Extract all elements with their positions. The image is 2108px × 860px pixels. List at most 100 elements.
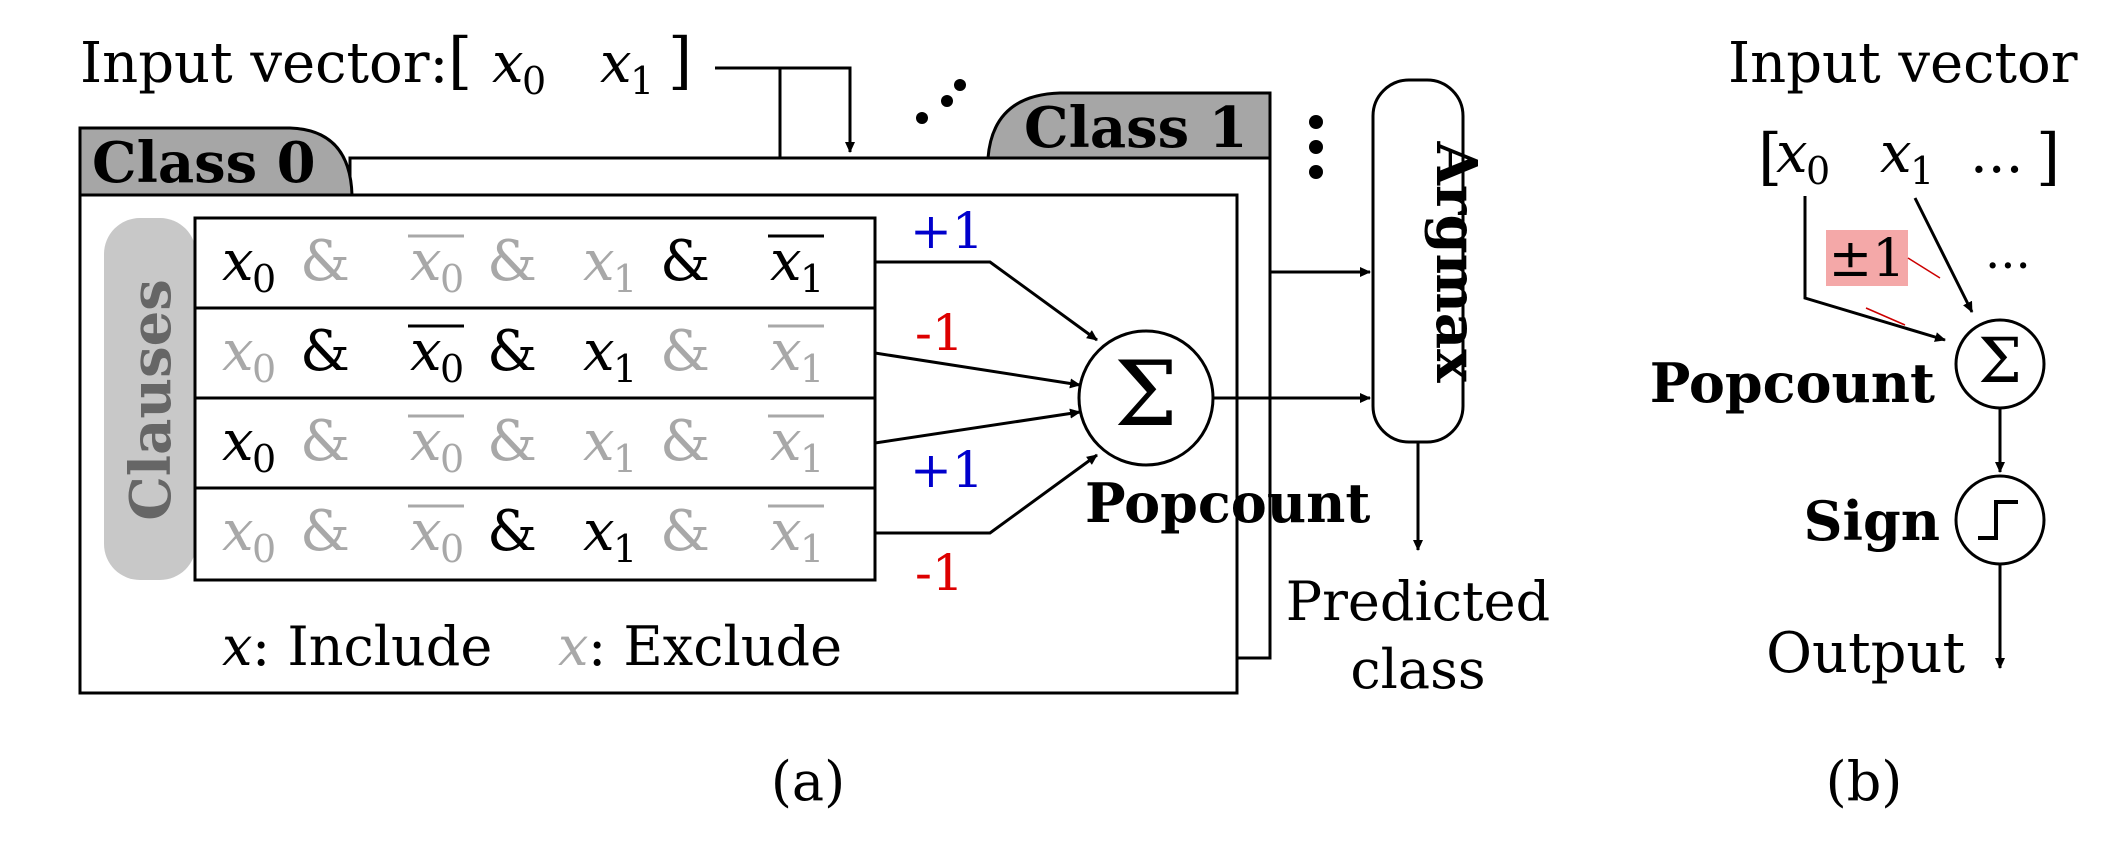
arrow-input-class1 — [780, 66, 855, 153]
clauses-label: Clauses — [118, 279, 184, 521]
literal-subscript: 1 — [800, 527, 824, 571]
input-b-x0-sub: 0 — [1806, 149, 1830, 193]
panel-a: Input vector: [ x 0 x 1 ] Class — [78, 24, 1550, 813]
include-exclude-legend: x : Include x : Exclude — [222, 615, 842, 678]
weight-b: ±1 — [1826, 229, 1941, 326]
and-symbol: & — [487, 499, 537, 564]
sum-icon: Σ — [1114, 342, 1178, 447]
panel-b-input-arrows — [1803, 196, 1974, 342]
literal-subscript: 0 — [440, 257, 464, 301]
weight-2: -1 — [915, 304, 964, 362]
literal-subscript: 1 — [613, 527, 637, 571]
sign-label: Sign — [1803, 489, 1940, 553]
arrow-b-x0 — [1803, 196, 1946, 342]
weight-highlight — [1826, 230, 1908, 286]
arrow-b-x1 — [1913, 197, 1974, 313]
clause-arrows — [874, 260, 1098, 535]
literal-subscript: 0 — [252, 437, 276, 481]
step-icon — [1978, 500, 2018, 540]
input-b-x1-sub: 1 — [1910, 149, 1934, 193]
caption-a: (a) — [771, 750, 845, 813]
class0-return-line — [1237, 158, 1272, 660]
negated-literal: x — [770, 319, 802, 384]
clauses-label-group: Clauses — [104, 218, 196, 580]
literal-subscript: 1 — [800, 437, 824, 481]
legend-include: : Include — [252, 615, 492, 678]
legend-exclude-var: x — [558, 615, 588, 678]
class1-label: Class 1 — [1024, 95, 1248, 161]
and-symbol: & — [660, 499, 710, 564]
literal: x — [222, 409, 254, 474]
caption-b: (b) — [1826, 750, 1903, 813]
bracket-close-b: ] — [2036, 120, 2060, 193]
and-symbol: & — [300, 499, 350, 564]
literal: x — [583, 499, 615, 564]
negated-literal: x — [410, 229, 442, 294]
panel-b: Input vector [ x 0 x 1 ... ] ±1 ... Σ P — [1650, 31, 2078, 813]
literal: x — [583, 319, 615, 384]
input-x0-sub: 0 — [522, 59, 546, 103]
and-symbol: & — [300, 409, 350, 474]
literal-subscript: 1 — [800, 257, 824, 301]
popcount-node: Σ Popcount — [1077, 329, 1370, 535]
literal-subscript: 1 — [613, 257, 637, 301]
input-vector-b: [ x 0 x 1 ... ] — [1758, 120, 2060, 193]
input-vector-label: Input vector: [ x 0 x 1 ] — [80, 24, 692, 103]
negated-literal: x — [770, 499, 802, 564]
input-x0: x — [492, 31, 524, 96]
literal-subscript: 1 — [613, 347, 637, 391]
sign-node: Sign — [1803, 474, 2046, 566]
vertical-dots — [1309, 115, 1323, 179]
literal: x — [583, 409, 615, 474]
weight-1: +1 — [910, 202, 984, 260]
and-symbol: & — [300, 319, 350, 384]
argmax-arrows — [1213, 158, 1371, 660]
literal: x — [222, 319, 254, 384]
sign-circle — [1954, 474, 2046, 566]
literal-subscript: 0 — [252, 527, 276, 571]
arrow-clause-1 — [875, 260, 1098, 342]
bracket-open: [ — [448, 24, 472, 97]
literal-subscript: 1 — [800, 347, 824, 391]
input-vector-b-label: Input vector — [1728, 31, 2078, 96]
input-x1-sub: 1 — [630, 59, 654, 103]
arrow-clause-4 — [875, 453, 1098, 535]
popcount-b-node: Σ Popcount — [1650, 318, 2046, 415]
argmax-label: Argmax — [1423, 140, 1489, 383]
clause-table: x0&x0&x1&x1x0&x0&x1&x1x0&x0&x1&x1x0&x0&x… — [193, 216, 877, 582]
class0-frame — [78, 193, 1239, 695]
literal: x — [583, 229, 615, 294]
literal-subscript: 0 — [440, 527, 464, 571]
literal-subscript: 0 — [440, 437, 464, 481]
negated-literal: x — [410, 319, 442, 384]
predicted-class-label: Predicted class — [1286, 570, 1550, 701]
predicted-line2: class — [1350, 638, 1485, 701]
literal-subscript: 0 — [252, 257, 276, 301]
clause-row: x0&x0&x1&x1 — [222, 319, 824, 391]
bracket-close: ] — [668, 24, 692, 97]
clauses-pill — [104, 218, 196, 580]
and-symbol: & — [660, 229, 710, 294]
weight-3: +1 — [910, 441, 984, 499]
and-symbol: & — [300, 229, 350, 294]
negated-literal: x — [770, 409, 802, 474]
more-classes-dots — [916, 79, 966, 124]
popcount-b-label: Popcount — [1650, 351, 1935, 415]
class0-label: Class 0 — [92, 130, 316, 196]
input-vector-text: Input vector: — [80, 31, 448, 96]
legend-exclude: : Exclude — [588, 615, 842, 678]
arrow-clause-2 — [874, 351, 1081, 389]
and-symbol: & — [660, 319, 710, 384]
negated-literal: x — [410, 409, 442, 474]
output-label: Output — [1766, 621, 1965, 686]
weight-4: -1 — [915, 544, 964, 602]
input-x1: x — [600, 31, 632, 96]
class1-tab — [986, 91, 1272, 160]
class0-box: Class 0 — [78, 126, 1239, 695]
class0-tab — [78, 126, 354, 197]
negated-literal: x — [410, 499, 442, 564]
and-symbol: & — [487, 409, 537, 474]
clause-weights: +1 -1 +1 -1 — [910, 202, 984, 602]
clause-row: x0&x0&x1&x1 — [222, 229, 824, 301]
